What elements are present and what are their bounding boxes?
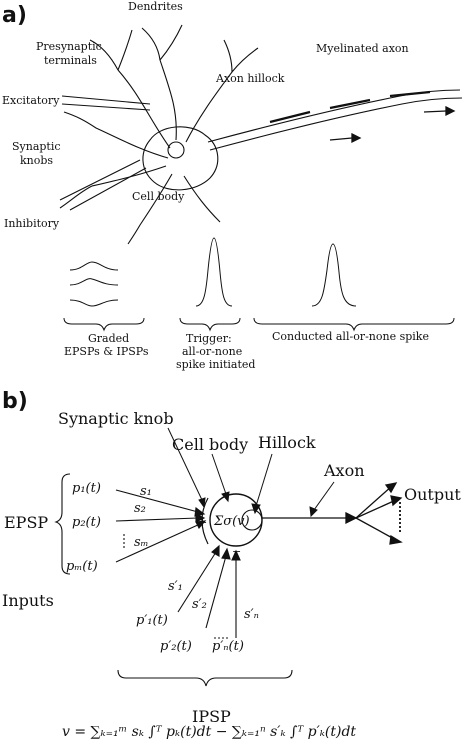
panel-b-label: b) <box>2 389 28 414</box>
hillock-label: Hillock <box>258 433 316 452</box>
myelinated-axon-label: Myelinated axon <box>316 42 409 55</box>
label-pointer-arrows <box>167 427 335 518</box>
p1-label: p₁(t) <box>72 481 101 496</box>
epsp-label: EPSP <box>4 513 48 532</box>
hillock-circle <box>241 509 263 531</box>
panel-a-label: a) <box>2 3 27 28</box>
conducted-spike <box>311 243 357 307</box>
spike-initiated-label: spike initiated <box>176 358 255 371</box>
synaptic-knob-arc <box>201 497 209 545</box>
trigger-label: Trigger: <box>186 332 232 345</box>
p2-prime-label: p′₂(t) <box>160 639 192 654</box>
axon-label: Axon <box>323 461 365 480</box>
p1-prime-label: p′₁(t) <box>136 613 168 628</box>
synaptic-knobs-label: Synaptic <box>12 140 61 153</box>
presynaptic-label: Presynaptic <box>36 40 102 53</box>
pm-label: pₘ(t) <box>66 559 98 574</box>
sn-prime-label: s′ₙ <box>244 607 259 622</box>
output-label: Output <box>404 485 461 504</box>
terminals-label: terminals <box>44 54 97 67</box>
synaptic-knob-label: Synaptic knob <box>58 409 174 428</box>
s2-prime-label: s′₂ <box>192 597 207 612</box>
excitatory-input-arrows <box>115 489 207 563</box>
sm-label: sₘ <box>134 535 149 550</box>
pn-prime-label: p′ₙ(t) <box>212 639 244 654</box>
plus-sign: + <box>198 516 207 529</box>
cell-body-label-a: Cell body <box>132 190 185 203</box>
sum-sigma-text: Σσ(v) <box>213 514 250 529</box>
ipsp-label: IPSP <box>192 707 231 726</box>
inputs-label: Inputs <box>2 591 54 610</box>
s1-prime-label: s′₁ <box>168 579 183 594</box>
ipsp-brace <box>117 669 293 687</box>
s1-label: s₁ <box>140 484 152 499</box>
epsp-brace <box>54 473 71 575</box>
graded-label: Graded <box>88 332 129 345</box>
panel-a-braces <box>63 317 455 332</box>
axon-output <box>262 482 403 545</box>
dendrites-label: Dendrites <box>128 0 183 13</box>
membrane-equation: v = ∑ₖ₌₁ᵐ sₖ ∫ᵀ pₖ(t)dt − ∑ₖ₌₁ⁿ s′ₖ ∫ᵀ p… <box>62 724 356 740</box>
axon-hillock-label: Axon hillock <box>215 72 285 85</box>
minus-sign: − <box>232 545 241 558</box>
p2-label: p₂(t) <box>72 515 101 530</box>
inhibitory-input-arrows <box>177 544 241 639</box>
graded-waveforms <box>69 261 119 307</box>
cell-body-label-b: Cell body <box>172 435 248 454</box>
epsps-ipsps-label: EPSPs & IPSPs <box>64 345 149 358</box>
all-or-none-label: all-or-none <box>182 345 242 358</box>
trigger-spike <box>195 237 233 307</box>
propagation-arrows <box>329 105 456 144</box>
conducted-spike-label: Conducted all-or-none spike <box>272 330 429 343</box>
excitatory-label: Excitatory <box>2 94 60 107</box>
neuron-drawing <box>59 24 463 245</box>
inhibitory-label: Inhibitory <box>4 217 60 230</box>
knobs-label: knobs <box>20 154 53 167</box>
s2-label: s₂ <box>134 501 146 516</box>
